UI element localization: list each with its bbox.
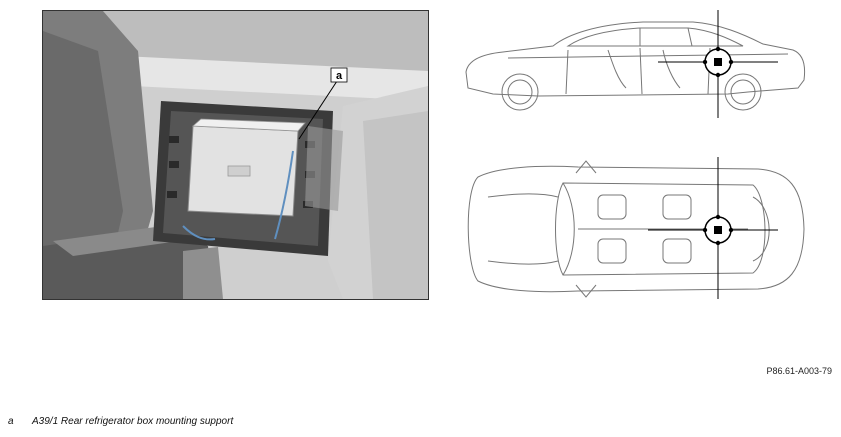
legend-text: A39/1 Rear refrigerator box mounting sup…: [32, 416, 234, 427]
legend: a A39/1 Rear refrigerator box mounting su…: [8, 416, 233, 427]
vehicle-side-view: [458, 10, 808, 123]
callout-a-label: a: [336, 70, 343, 82]
figure-code: P86.61-A003-79: [766, 366, 832, 376]
legend-key: a: [8, 416, 14, 427]
vehicle-top-view: [458, 157, 808, 304]
component-photo: a: [42, 10, 429, 300]
